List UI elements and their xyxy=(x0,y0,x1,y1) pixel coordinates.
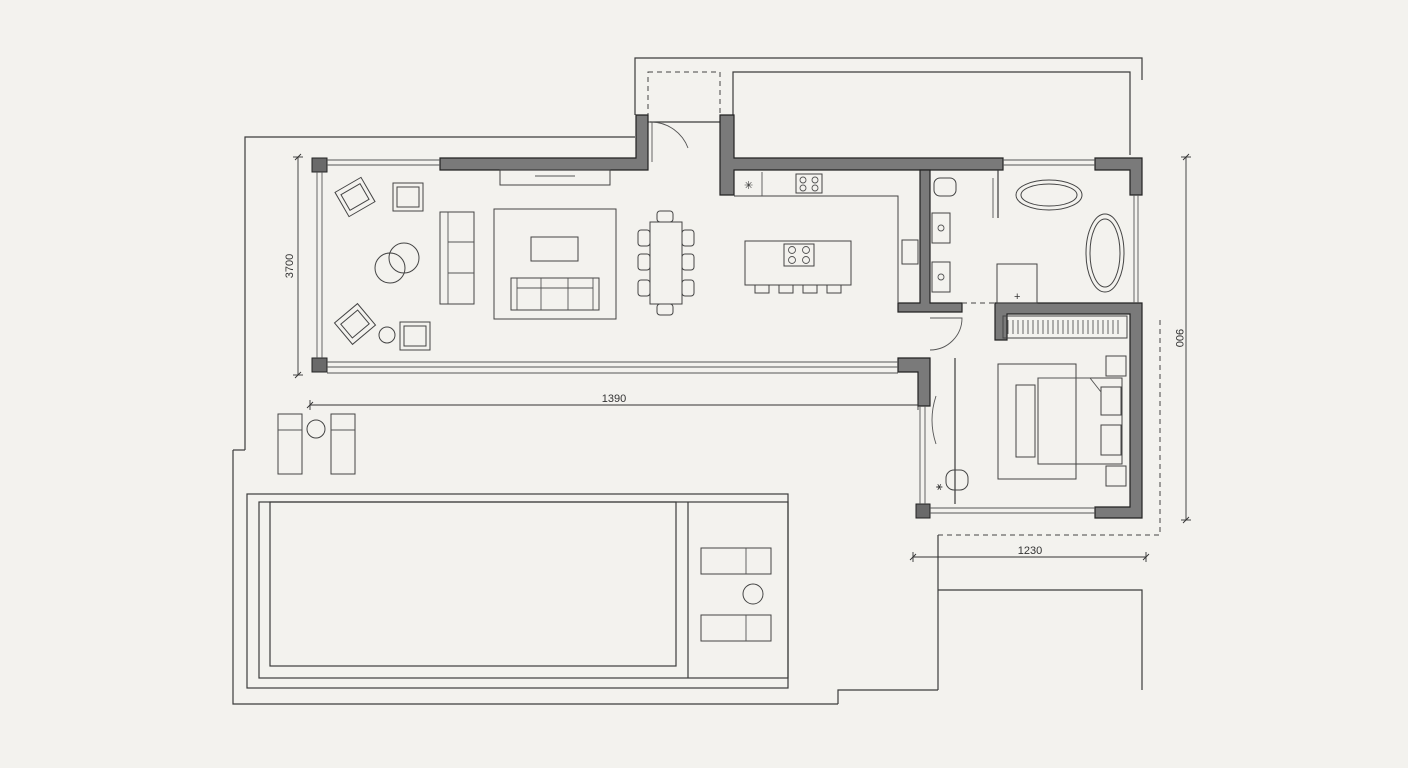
dining xyxy=(637,210,695,316)
site-outlines xyxy=(232,57,1161,705)
svg-text:✳: ✳ xyxy=(744,180,753,192)
dim-living-depth: 3700 xyxy=(284,254,296,278)
dim-bedroom-depth: 900 xyxy=(1173,329,1185,347)
dim-bedroom-width: 1230 xyxy=(1018,545,1042,557)
kitchen: ✳ xyxy=(734,172,919,303)
bedroom xyxy=(997,315,1128,487)
bathroom: + xyxy=(931,170,1125,304)
dimensions xyxy=(293,153,1191,562)
dim-living-width: 1390 xyxy=(602,393,626,405)
svg-text:⚹: ⚹ xyxy=(936,481,943,493)
glazing xyxy=(316,159,1139,514)
hall: ⚹ xyxy=(929,317,969,504)
living-furniture xyxy=(333,169,617,351)
svg-text:+: + xyxy=(1014,291,1020,303)
entry xyxy=(647,71,721,162)
pool xyxy=(246,413,789,689)
